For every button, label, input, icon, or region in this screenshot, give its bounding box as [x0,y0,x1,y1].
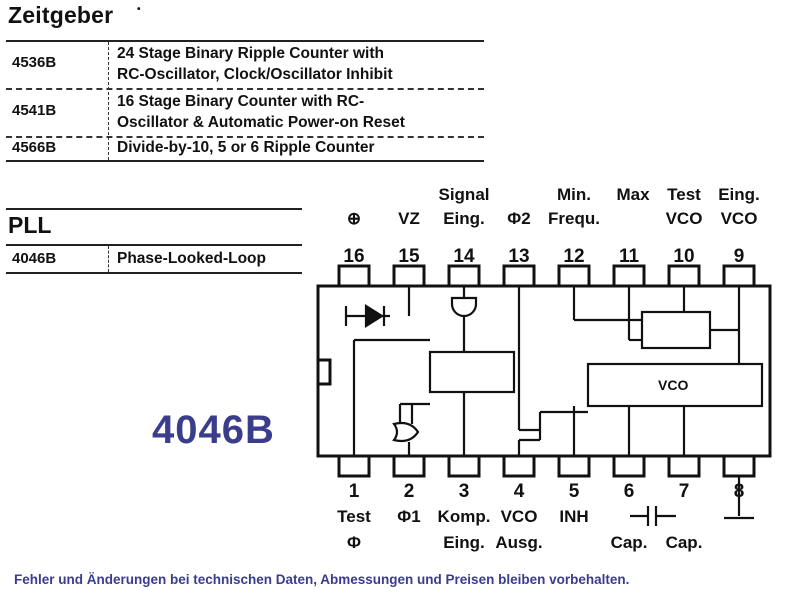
pin-6-box [612,454,646,478]
pin-3-number: 3 [459,481,470,502]
vco-block [586,362,764,408]
pll-rule-top [6,208,302,210]
section-heading-timers: Zeitgeber [8,2,114,28]
pin-9-label-line1: Eing. [718,185,760,204]
pin-14-label-line2: Eing. [443,209,485,228]
table-rule-top [6,40,484,42]
pin-14-box [447,264,481,288]
pin-2-box [392,454,426,478]
table-rule-row1 [6,88,484,90]
part-desc-4046b: Phase-Looked-Loop [117,250,266,267]
table-column-divider [108,42,109,160]
pin-1-label-line2: Φ [347,533,361,552]
pin-14-number: 14 [453,246,475,267]
pin-16-label-line2: ⊕ [347,209,361,228]
pin-13-number: 13 [508,246,529,267]
pin-9-label-line2: VCO [721,209,758,228]
pin-8-number: 8 [734,481,745,502]
chip-notch [316,358,332,386]
pin-15-box [392,264,426,288]
part-code-4536b: 4536B [12,54,57,71]
part-desc-4541b-line2: Oscillator & Automatic Power-on Reset [117,114,405,131]
pin-13-box [502,264,536,288]
pin-10-number: 10 [673,246,694,267]
pin-2-label-line1: Φ1 [397,507,420,526]
pin-7-number: 7 [679,481,690,502]
asterisk-mark: • [137,4,141,15]
pll-column-divider [108,246,109,272]
pin-4-label-line1: VCO [501,507,538,526]
pin-15-label-line2: VZ [398,209,420,228]
pin-1-box [337,454,371,478]
pin-7-label-line2: Cap. [666,533,703,552]
pin-12-number: 12 [563,246,584,267]
part-code-4046b: 4046B [12,250,57,267]
pin-12-label-line1: Min. [557,185,591,204]
pin-6-label-line2: Cap. [611,533,648,552]
pin-3-label-line2: Eing. [443,533,485,552]
part-code-4541b: 4541B [12,102,57,119]
pin-3-label-line1: Komp. [438,507,491,526]
pin-15-number: 15 [398,246,420,267]
pin-4-label-line2: Ausg. [495,533,542,552]
part-desc-4536b-line1: 24 Stage Binary Ripple Counter with [117,45,384,62]
pin-7-box [667,454,701,478]
part-desc-4566b: Divide-by-10, 5 or 6 Ripple Counter [117,139,375,156]
footer-disclaimer: Fehler und Änderungen bei technischen Da… [14,572,630,587]
pin-4-number: 4 [514,481,525,502]
pin-5-box [557,454,591,478]
pll-rule-bottom [6,272,302,274]
pin-10-box [667,264,701,288]
pin-5-number: 5 [569,481,580,502]
pin-1-label-line1: Test [337,507,371,526]
pin-4-box [502,454,536,478]
table-rule-row2 [6,136,484,138]
section-heading-pll: PLL [8,212,52,238]
vco-label: VCO [658,377,688,393]
pin-10-label-line2: VCO [666,209,703,228]
pin-9-number: 9 [734,246,745,267]
pin-8-box [722,454,756,478]
pll-rule-mid [6,244,302,246]
pin-11-label-line1: Max [616,185,650,204]
pin-2-number: 2 [404,481,415,502]
pin-11-number: 11 [619,246,640,267]
pin-14-label-line1: Signal [438,185,489,204]
pin-11-box [612,264,646,288]
pin-1-number: 1 [349,481,360,502]
pin-12-label-line2: Frequ. [548,209,600,228]
part-desc-4541b-line1: 16 Stage Binary Counter with RC- [117,93,365,110]
pin-16-box [337,264,371,288]
offset-block [640,310,712,350]
part-code-4566b: 4566B [12,139,57,156]
table-rule-bottom [6,160,484,162]
pin-13-label-line2: Φ2 [507,209,530,228]
chip-title: 4046B [152,408,275,452]
pin-10-label-line1: Test [667,185,701,204]
pin-9-box [722,264,756,288]
phase-comparator-block [428,350,516,394]
part-desc-4536b-line2: RC-Oscillator, Clock/Oscillator Inhibit [117,66,393,83]
pin-12-box [557,264,591,288]
pin-6-number: 6 [624,481,635,502]
pin-3-box [447,454,481,478]
pin-5-label-line1: INH [559,507,588,526]
pin-16-number: 16 [343,246,364,267]
